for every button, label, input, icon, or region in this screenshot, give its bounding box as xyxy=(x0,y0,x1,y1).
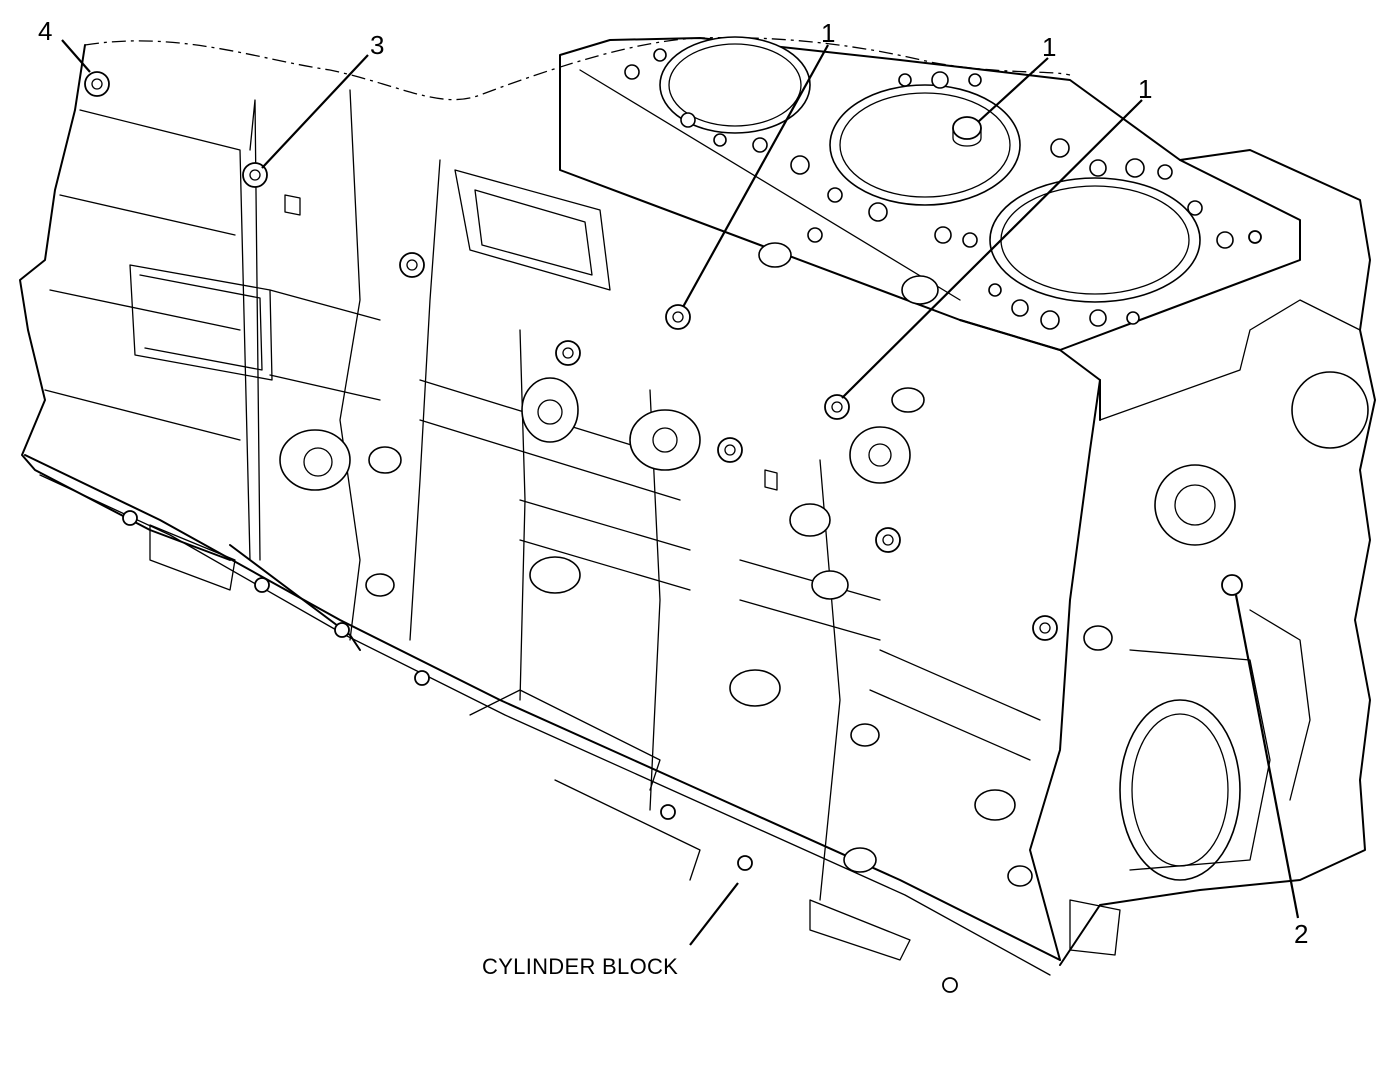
callout-1: 1 xyxy=(1138,74,1152,104)
deck-holes xyxy=(624,48,1234,330)
cutaway-outline xyxy=(84,36,1071,101)
callout-4: 4 xyxy=(38,16,52,46)
top-deck xyxy=(559,36,1301,421)
plug-4 xyxy=(84,71,110,97)
plug-2 xyxy=(1221,574,1243,596)
cylinder-bore-1 xyxy=(659,36,811,134)
plug-1c xyxy=(824,394,850,420)
plug-1a xyxy=(665,304,691,330)
block-front-end xyxy=(1029,149,1376,966)
callout-2: 2 xyxy=(1294,919,1308,949)
plugs xyxy=(84,71,1262,641)
side-features xyxy=(279,169,1113,887)
plug-3 xyxy=(242,162,268,188)
cylinder-bore-2 xyxy=(829,84,1021,206)
caption-cylinder-block: CYLINDER BLOCK xyxy=(482,954,678,979)
plug-1b xyxy=(952,116,982,140)
crankshaft-bore xyxy=(1119,699,1241,881)
callout-1: 1 xyxy=(1042,32,1056,62)
callout-labels: 4 3 1 1 1 2 xyxy=(38,16,1308,949)
pan-rail-bolts xyxy=(122,510,958,993)
callout-3: 3 xyxy=(370,30,384,60)
leader-lines xyxy=(61,39,1300,946)
callout-1: 1 xyxy=(821,18,835,48)
block-side xyxy=(24,89,1061,976)
cylinder-bore-3 xyxy=(989,177,1201,303)
